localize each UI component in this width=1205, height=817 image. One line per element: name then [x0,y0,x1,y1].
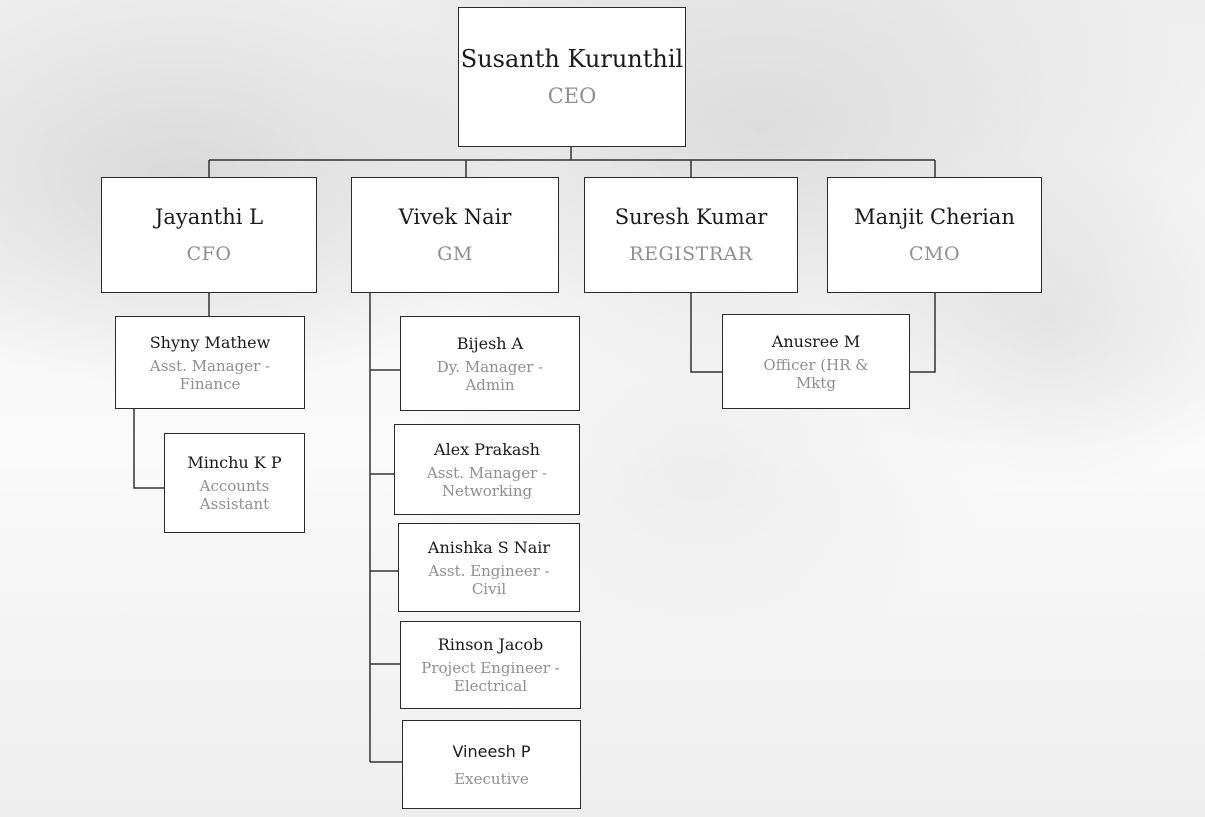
person-name: Rinson Jacob [437,635,544,654]
cfo-title: CFO [186,242,232,265]
finance-connector [133,409,164,489]
person-name: Shyny Mathew [149,332,271,352]
cmo-box: Manjit Cherian CMO [827,177,1042,293]
cmo-title: CMO [908,242,961,265]
officer-box: Anusree M Officer (HR & Mktg [722,314,910,409]
gm-name: Vivek Nair [398,205,512,230]
person-title: Accounts Assistant [199,477,270,513]
registrar-name: Suresh Kumar [614,205,768,230]
person-title: Dy. Manager - Admin [436,357,544,394]
person-name: Alex Prakash [434,439,540,459]
person-title: Asst. Manager - Networking [426,463,548,500]
person-title: Asst. Engineer - Civil [428,561,550,598]
gm-report-box: Anishka S Nair Asst. Engineer - Civil [398,523,580,612]
person-title: Officer (HR & Mktg [763,355,869,392]
registrar-box: Suresh Kumar REGISTRAR [584,177,798,293]
gm-report-box: Rinson Jacob Project Engineer - Electric… [400,621,581,709]
person-name: Vineesh P [452,741,531,761]
finance-manager-box: Shyny Mathew Asst. Manager - Finance [115,316,305,409]
ceo-title: CEO [547,84,597,109]
accounts-assistant-box: Minchu K P Accounts Assistant [164,433,305,533]
ceo-name: Susanth Kurunthil [460,45,684,74]
gm-report-box: Alex Prakash Asst. Manager - Networking [394,424,580,515]
cmo-name: Manjit Cherian [854,205,1015,230]
registrar-connector [690,293,722,373]
gm-report-box: Vineesh P Executive [402,720,581,809]
registrar-title: REGISTRAR [629,242,753,265]
cfo-box: Jayanthi L CFO [101,177,317,293]
person-title: Executive [454,769,529,788]
cmo-connector [910,293,936,373]
person-title: Asst. Manager - Finance [149,356,271,393]
person-title: Project Engineer - Electrical [421,659,560,695]
gm-report-box: Bijesh A Dy. Manager - Admin [400,316,580,411]
top-level-drops [208,160,936,177]
ceo-box: Susanth Kurunthil CEO [458,7,686,147]
gm-branches [370,369,402,763]
person-name: Bijesh A [456,333,524,353]
person-name: Anusree M [771,331,861,351]
person-name: Minchu K P [187,453,282,472]
gm-title: GM [437,242,473,265]
gm-box: Vivek Nair GM [351,177,559,293]
cfo-name: Jayanthi L [154,205,264,230]
person-name: Anishka S Nair [427,537,551,557]
